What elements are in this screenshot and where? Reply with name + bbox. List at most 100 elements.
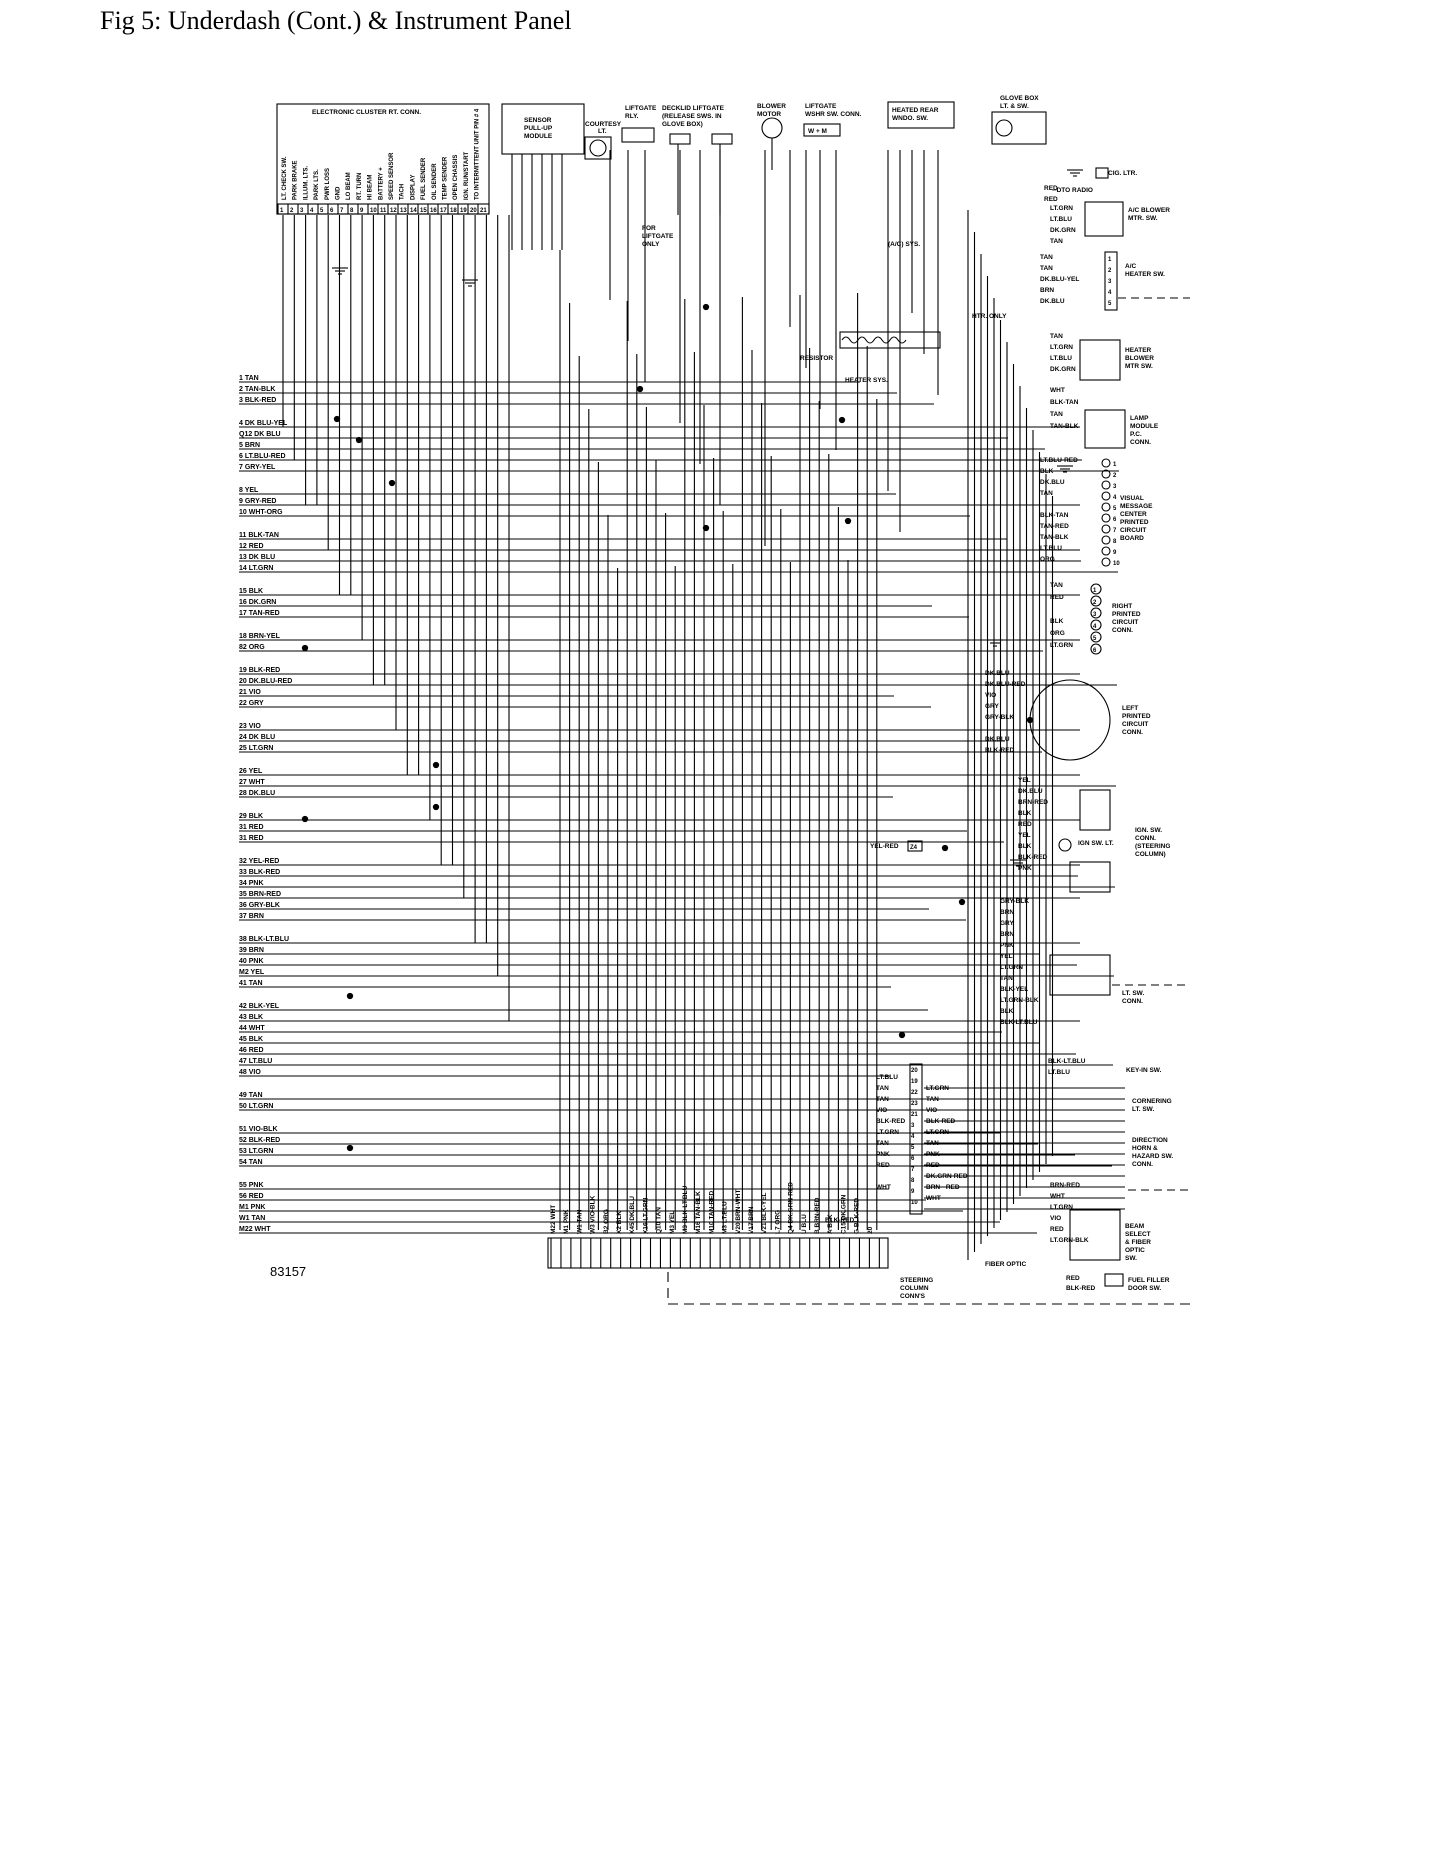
sensor-module-title: SENSOR bbox=[524, 117, 552, 124]
left-wire-label: 35 BRN-RED bbox=[239, 891, 281, 898]
splice-dot bbox=[301, 815, 309, 823]
wire-label: LT.GRN bbox=[876, 1129, 899, 1136]
right-comp-label: HEATER bbox=[1125, 347, 1152, 354]
wshr-label: WSHR SW. CONN. bbox=[805, 111, 862, 118]
left-wire-label: 20 DK.BLU-RED bbox=[239, 678, 292, 685]
pin-number: 10 bbox=[911, 1200, 918, 1206]
left-wire-label: 36 GRY-BLK bbox=[239, 902, 280, 909]
strip-pin-label: M22 WHT bbox=[550, 1205, 557, 1234]
left-wire-label: 24 DK BLU bbox=[239, 734, 275, 741]
cluster-pin-number: 13 bbox=[400, 208, 407, 214]
strip-pin-label: M3 LT.BLU bbox=[722, 1201, 729, 1234]
pin-number: 2 bbox=[1093, 600, 1097, 606]
right-pc-pin bbox=[1090, 631, 1102, 643]
cluster-pin-name: IGN. RUN/START bbox=[464, 151, 470, 200]
wire-label: LT.BLU bbox=[1040, 545, 1062, 552]
right-comp-label: HTR. ONLY bbox=[972, 313, 1007, 320]
wire-label: BLK-LT.BLU bbox=[1000, 1019, 1038, 1026]
left-wire-label: 21 VIO bbox=[239, 689, 261, 696]
courtesy-lt-box bbox=[584, 136, 612, 160]
cluster-pin-name: OIL SENDER bbox=[432, 163, 438, 200]
pin-number: 5 bbox=[911, 1145, 915, 1151]
right-pc-pin bbox=[1090, 583, 1102, 595]
wshr-label: LIFTGATE bbox=[805, 103, 837, 110]
left-wire-label: 50 LT.GRN bbox=[239, 1103, 274, 1110]
wire-label: TAN bbox=[1040, 254, 1053, 261]
cluster-pin-row bbox=[276, 203, 490, 215]
cluster-pin-number: 15 bbox=[420, 208, 427, 214]
wire-label: BLK-TAN bbox=[1040, 512, 1069, 519]
right-comp-label: HORN & bbox=[1132, 1145, 1158, 1152]
wire-label: WHT bbox=[1050, 387, 1065, 394]
right-comp-label: LEFT bbox=[1122, 705, 1138, 712]
splice-dot bbox=[838, 416, 846, 424]
left-wire-label: 4 DK BLU-YEL bbox=[239, 420, 288, 427]
wire-label: BRN-RED bbox=[1018, 799, 1048, 806]
left-wire-label: 19 BLK-RED bbox=[239, 667, 280, 674]
strip-pin-label: V20 BRN-WHT bbox=[735, 1190, 742, 1234]
cluster-pin-number: 16 bbox=[430, 208, 437, 214]
right-comp-label: CIRCUIT bbox=[1120, 527, 1146, 534]
wire-label: BLK-TAN bbox=[1050, 399, 1079, 406]
wire-label: BLK-RED bbox=[876, 1118, 906, 1125]
strip-pin-label: V21 BLK-YEL bbox=[761, 1192, 768, 1234]
wire-label: DK.BLU-YEL bbox=[1040, 276, 1079, 283]
left-wire-label: 16 DK.GRN bbox=[239, 599, 276, 606]
wire-label: ORG bbox=[1040, 556, 1055, 563]
z4-splice bbox=[907, 840, 923, 852]
right-comp-label: P.C. bbox=[1130, 431, 1142, 438]
liftgate-relay bbox=[621, 127, 655, 143]
strip-pin-label: C15 DK.GRN bbox=[840, 1194, 847, 1234]
right-pc-pin bbox=[1090, 619, 1102, 631]
ac-heater-sw bbox=[1104, 251, 1118, 311]
wire-label: BLK bbox=[1040, 468, 1054, 475]
wire-label: VIO bbox=[1050, 1215, 1061, 1222]
strip-pin-label: W3 VIO-BLK bbox=[590, 1195, 597, 1234]
strip-pin-label: Q4 DK.GRN-RED bbox=[788, 1182, 795, 1234]
blower-label: MOTOR bbox=[757, 111, 781, 118]
left-wire-label: 5 BRN bbox=[239, 442, 260, 449]
resistor-coil bbox=[841, 336, 907, 344]
right-comp-label: (A/C) SYS. bbox=[888, 241, 920, 248]
sensor-module-title: MODULE bbox=[524, 133, 553, 140]
left-wire-label: 55 PNK bbox=[239, 1182, 264, 1189]
right-comp-label: BOARD bbox=[1120, 535, 1144, 542]
right-pc-pin bbox=[1090, 595, 1102, 607]
pin-number: 20 bbox=[911, 1068, 918, 1074]
cluster-pin-name: TACH bbox=[400, 184, 406, 200]
strip-pin-label: M3 YEL bbox=[669, 1211, 676, 1234]
wire-label: TAN bbox=[926, 1140, 939, 1147]
pin-number: 4 bbox=[911, 1134, 915, 1140]
right-comp-label: (STEERING bbox=[1135, 843, 1170, 850]
wire-label: RED bbox=[1066, 1275, 1080, 1282]
strip-pin-label: B2 ORG bbox=[603, 1209, 610, 1234]
splice-dot bbox=[333, 415, 341, 423]
wire-label: RED bbox=[1044, 196, 1058, 203]
cig-ltr-conn bbox=[1095, 167, 1109, 179]
right-comp-label: CORNERING bbox=[1132, 1098, 1172, 1105]
cluster-pin-number: 9 bbox=[360, 208, 364, 214]
pin-number: 9 bbox=[1113, 550, 1117, 556]
liftgate-rly-label: LIFTGATE bbox=[625, 105, 657, 112]
pin-number: 21 bbox=[911, 1112, 918, 1118]
pin-number: 1 bbox=[1093, 588, 1097, 594]
cluster-pin-number: 20 bbox=[470, 208, 477, 214]
wire-label: LT.GRN bbox=[1000, 964, 1023, 971]
courtesy-label: LT. bbox=[598, 128, 607, 135]
left-wire-label: 37 BRN bbox=[239, 913, 264, 920]
splice-dot bbox=[702, 303, 710, 311]
pin-number: 3 bbox=[1113, 484, 1117, 490]
left-wire-label: 31 RED bbox=[239, 835, 264, 842]
wire-label: LT.GRN-BLK bbox=[1050, 1237, 1089, 1244]
strip-pin-label: X45 DK.BLU bbox=[629, 1196, 636, 1234]
wire-label: VIO bbox=[876, 1107, 887, 1114]
wire-label: DK.BLU bbox=[1040, 479, 1065, 486]
cluster-pin-number: 21 bbox=[480, 208, 487, 214]
cluster-pin-name: GND bbox=[336, 186, 342, 200]
strip-pin-label: U BLU bbox=[801, 1214, 808, 1234]
pin-number: 1 bbox=[1108, 257, 1112, 263]
sensor-module-title: PULL-UP bbox=[524, 125, 553, 132]
cluster-pin-number: 8 bbox=[350, 208, 354, 214]
wire-label: LT.GRN bbox=[926, 1085, 949, 1092]
